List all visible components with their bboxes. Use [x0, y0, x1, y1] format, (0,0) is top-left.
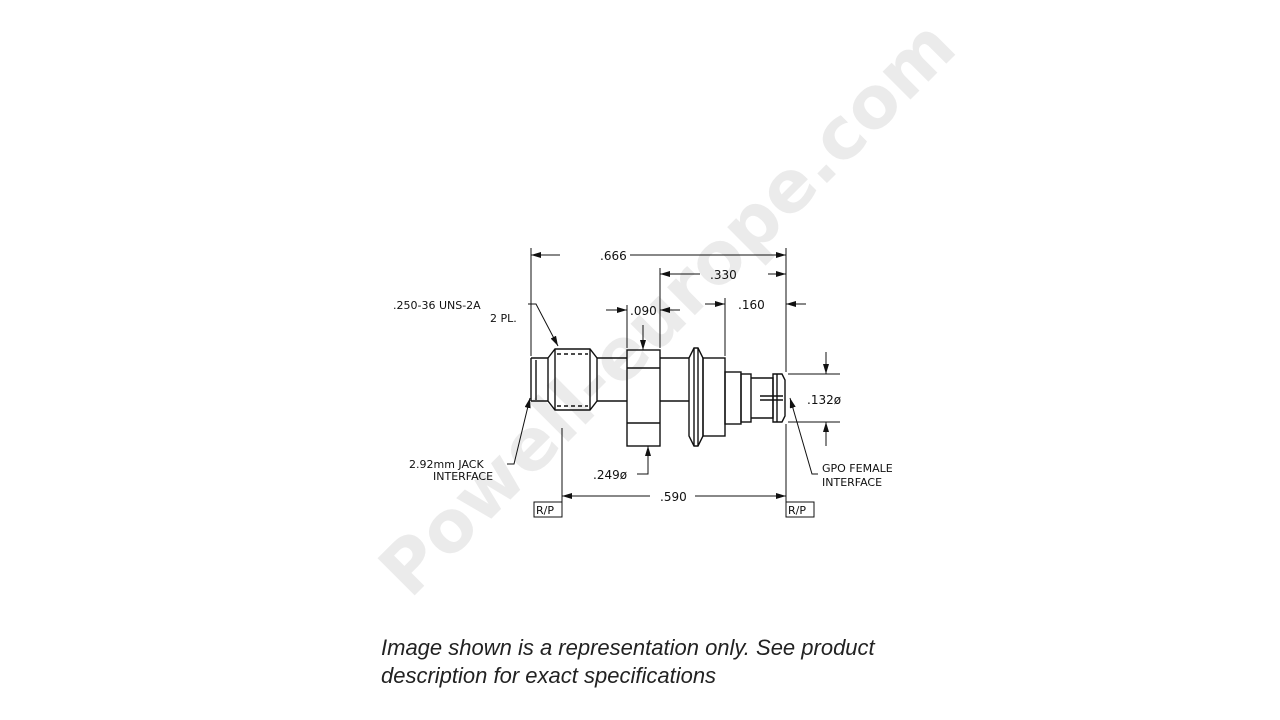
disclaimer-caption: Image shown is a representation only. Se… [381, 635, 875, 688]
dim-gpo-length: .160 [738, 298, 765, 312]
gpo-label-line2: INTERFACE [822, 476, 882, 489]
ref-plane-left: R/P [536, 504, 554, 517]
dim-hex-diameter: .249ø [593, 468, 627, 482]
dim-hex-width: .090 [630, 304, 657, 318]
dim-overall-length: .666 [600, 249, 627, 263]
ref-plane-right: R/P [788, 504, 806, 517]
dim-ref-length: .590 [660, 490, 687, 504]
jack-label-line1: 2.92mm JACK [409, 458, 484, 471]
gpo-label-line1: GPO FEMALE [822, 462, 893, 475]
thread-label-line2: 2 PL. [490, 312, 517, 325]
dim-gpo-diameter: .132ø [807, 393, 841, 407]
thread-label-line1: .250-36 UNS-2A [393, 299, 481, 312]
jack-label-line2: INTERFACE [433, 470, 493, 483]
dim-rear-length: .330 [710, 268, 737, 282]
